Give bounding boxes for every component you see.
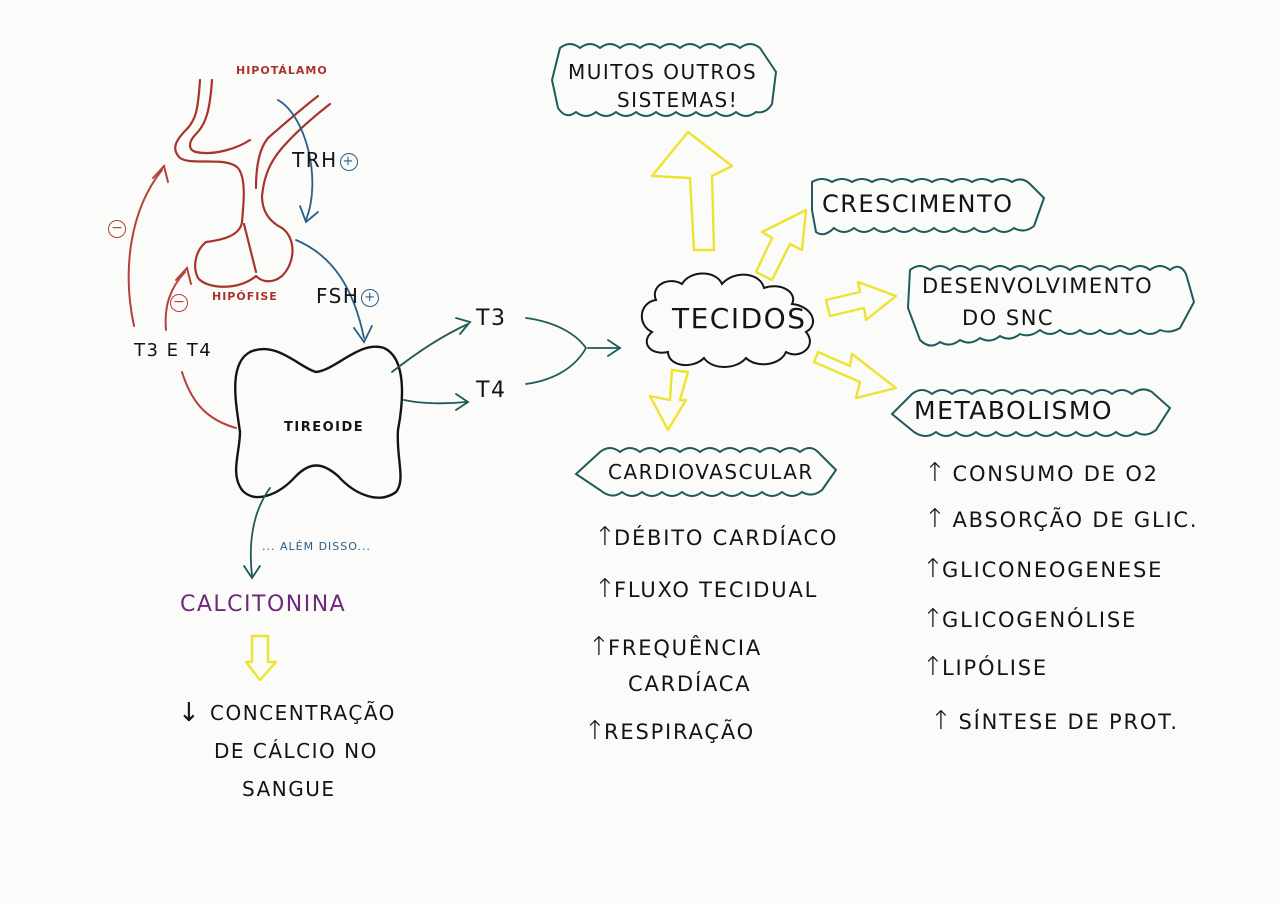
effect-arrows [244,130,898,682]
metab-item: ↑ SÍNTESE DE PROT. [930,708,1179,734]
down-arrow-icon: ↓ [178,698,202,728]
hipotalamo-label: HIPOTÁLAMO [236,64,328,77]
t3-label: T3 [476,306,507,331]
cardio-item: ↑FREQUÊNCIA CARDÍACA [588,630,762,702]
muitos-outros-label: MUITOS OUTROS SISTEMAS! [568,58,757,114]
alem-disso-label: ... ALÉM DISSO... [262,540,371,553]
hypothalamus-pituitary-drawing [174,78,332,288]
desenvolvimento-line: DO SNC [962,306,1055,330]
muitos-outros-box [550,43,778,117]
cardiovascular-label: CARDIOVASCULAR [608,460,814,484]
feedback-label: T3 E T4 [134,340,213,361]
cardio-item-text: CARDÍACA [628,672,752,696]
trh-text: TRH [292,148,338,172]
up-arrow-icon: ↑ [588,632,612,662]
t4-label: T4 [476,378,507,403]
up-arrow-icon: ↑ [924,458,948,488]
metab-item: ↑ CONSUMO DE O2 [924,460,1159,486]
calcitonina-label: CALCITONINA [180,592,347,617]
metabolismo-label: METABOLISMO [914,396,1114,425]
cardio-item: ↑DÉBITO CARDÍACO [594,524,838,550]
hormone-arrows [277,99,373,344]
metab-item-text: SÍNTESE DE PROT. [958,710,1179,734]
cardio-item: ↑RESPIRAÇÃO [584,718,755,744]
calcio-effect: ↓ CONCENTRAÇÃO DE CÁLCIO NO SANGUE [178,694,396,808]
metabolismo-box [890,388,1172,437]
up-arrow-icon: ↑ [922,604,946,634]
cardiovascular-box [574,447,838,497]
trh-label: TRH+ [292,148,358,172]
tecidos-cloud [641,272,814,368]
cardio-item-text: DÉBITO CARDÍACO [614,526,839,550]
metab-item-text: LIPÓLISE [942,656,1048,680]
metab-item: ↑LIPÓLISE [922,654,1048,680]
up-arrow-icon: ↑ [924,504,948,534]
metab-item-text: GLICONEOGENESE [942,558,1164,582]
crescimento-box [811,178,1046,236]
calcio-line: SANGUE [242,777,336,801]
cardio-item-text: FREQUÊNCIA [608,636,763,660]
muitos-outros-line: MUITOS OUTROS [568,60,758,84]
thyroid-gland-drawing [234,345,404,499]
up-arrow-icon: ↑ [594,522,618,552]
up-arrow-icon: ↑ [594,574,618,604]
calcio-line: DE CÁLCIO NO [214,739,378,763]
tireoide-label: TIREOIDE [284,420,365,435]
fsh-text: FSH [316,284,360,308]
banner-boxes [550,43,1196,497]
desenvolvimento-label: DESENVOLVIMENTO DO SNC [922,270,1153,334]
inhibits-minus-icon: − [170,294,188,312]
up-arrow-icon: ↑ [922,652,946,682]
cardio-item: ↑FLUXO TECIDUAL [594,576,818,602]
metab-item: ↑GLICONEOGENESE [922,556,1163,582]
up-arrow-icon: ↑ [922,554,946,584]
crescimento-label: CRESCIMENTO [822,190,1014,218]
cardio-item-text: RESPIRAÇÃO [604,720,755,744]
desenvolvimento-line: DESENVOLVIMENTO [922,274,1154,298]
calcio-line: CONCENTRAÇÃO [210,701,396,725]
metab-item-text: CONSUMO DE O2 [952,462,1159,486]
hipofise-label: HIPÓFISE [212,290,278,303]
metab-item: ↑GLICOGENÓLISE [922,606,1137,632]
secretion-arrows [243,317,622,580]
fsh-label: FSH+ [316,284,380,308]
muitos-outros-line: SISTEMAS! [616,88,739,112]
stimulates-plus-icon: + [361,288,380,307]
metab-item-text: ABSORÇÃO DE GLIC. [952,508,1199,532]
feedback-arrows [127,163,237,429]
stimulates-plus-icon: + [339,152,358,171]
metab-item: ↑ ABSORÇÃO DE GLIC. [924,506,1198,532]
up-arrow-icon: ↑ [930,706,954,736]
cardio-item-text: FLUXO TECIDUAL [614,578,819,602]
desenvolvimento-box [906,265,1196,347]
tecidos-label: TECIDOS [672,302,807,335]
metab-item-text: GLICOGENÓLISE [942,608,1138,632]
inhibits-minus-icon: − [108,220,126,238]
up-arrow-icon: ↑ [584,716,608,746]
